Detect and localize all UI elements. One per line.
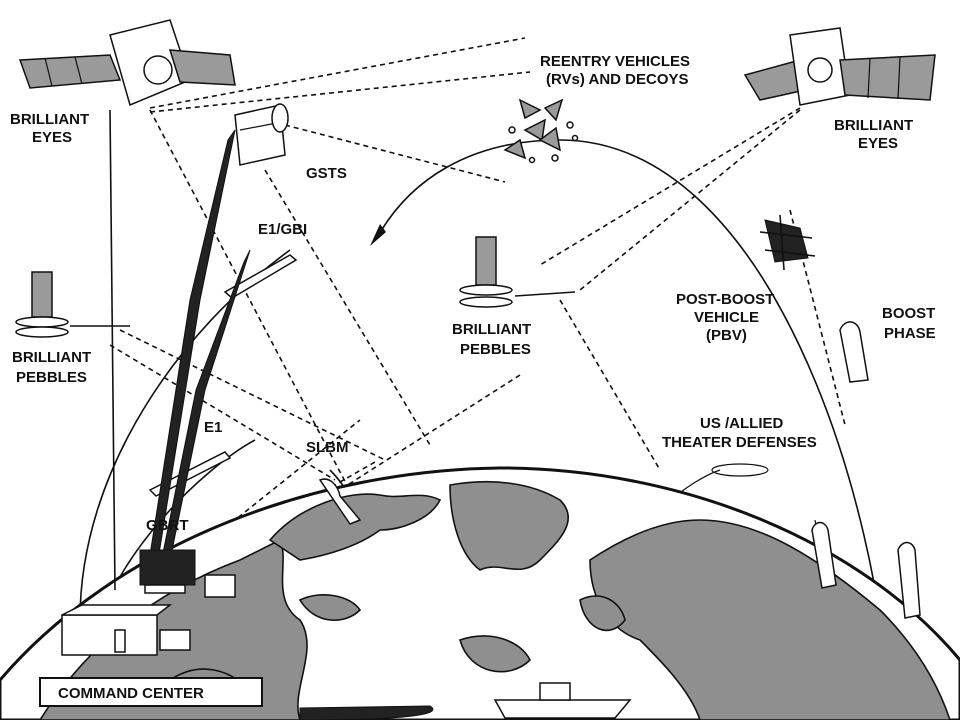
- label-brilliant-eyes-right-1: BRILLIANT: [834, 117, 913, 134]
- label-slbm: SLBM: [306, 439, 349, 456]
- label-brilliant-pebbles-left-1: BRILLIANT: [12, 349, 91, 366]
- label-gbrt: GBRT: [146, 517, 189, 534]
- label-pbv-1: POST-BOOST: [676, 291, 774, 308]
- island-2: [579, 595, 626, 632]
- command-center-frame: [39, 677, 263, 707]
- label-boost-1: BOOST: [882, 305, 935, 322]
- gbrt-radar: [139, 549, 196, 586]
- landmass-east: [589, 519, 951, 720]
- label-command-center: COMMAND CENTER: [58, 685, 204, 702]
- brilliant-pebbles-left: [15, 271, 69, 338]
- label-brilliant-pebbles-center-1: BRILLIANT: [452, 321, 531, 338]
- label-brilliant-pebbles-left-2: PEBBLES: [16, 369, 87, 386]
- label-reentry-1: REENTRY VEHICLES: [540, 53, 690, 70]
- arrowhead-icon: [370, 224, 386, 246]
- landmass-center: [449, 480, 570, 571]
- warship: [493, 699, 632, 719]
- label-brilliant-pebbles-center-2: PEBBLES: [460, 341, 531, 358]
- label-gsts: GSTS: [306, 165, 347, 182]
- brilliant-pebbles-center: [459, 236, 513, 308]
- vessels: [299, 682, 632, 720]
- label-brilliant-eyes-right-2: EYES: [858, 135, 898, 152]
- label-reentry-2: (RVs) AND DECOYS: [546, 71, 689, 88]
- gbrt-beams: [149, 129, 251, 561]
- command-building: [61, 614, 158, 656]
- label-e1: E1: [204, 419, 222, 436]
- gsts-sensor: [234, 103, 289, 166]
- post-boost-vehicle: [759, 214, 816, 271]
- label-pbv-3: (PBV): [706, 327, 747, 344]
- label-brilliant-eyes-left-2: EYES: [32, 129, 72, 146]
- label-brilliant-eyes-left-1: BRILLIANT: [10, 111, 89, 128]
- labels: BRILLIANT EYES GSTS REENTRY VEHICLES (RV…: [10, 53, 936, 702]
- label-us-allied-1: US /ALLIED: [700, 415, 784, 432]
- label-boost-2: PHASE: [884, 325, 936, 342]
- label-us-allied-2: THEATER DEFENSES: [662, 434, 817, 451]
- boost-missiles: [811, 321, 921, 619]
- brilliant-eyes-satellite-right: [743, 27, 936, 106]
- island-3: [459, 635, 531, 673]
- reentry-vehicles: [503, 98, 579, 164]
- ground-equipment: [61, 549, 236, 656]
- island-1: [298, 594, 362, 622]
- label-pbv-2: VEHICLE: [694, 309, 759, 326]
- label-e1-gbi: E1/GBI: [258, 221, 307, 238]
- brilliant-eyes-satellite-left: [18, 19, 236, 591]
